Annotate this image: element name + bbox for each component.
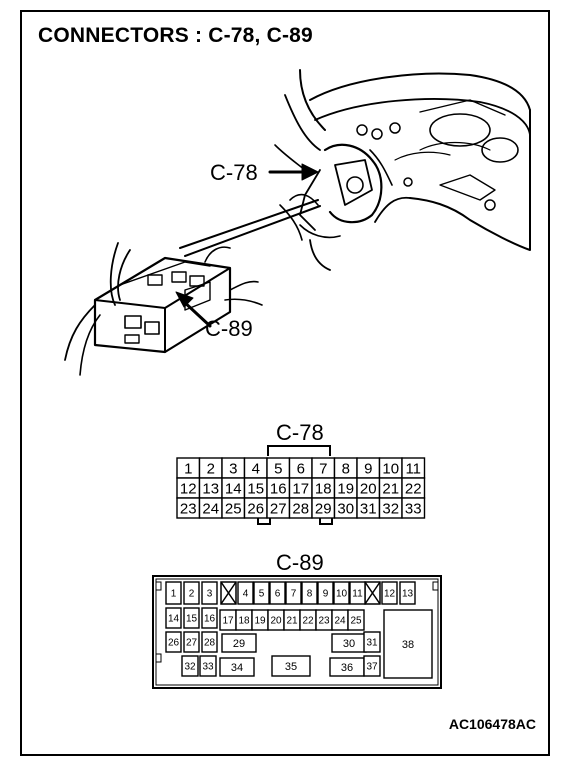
- connector-c78-label: C-78: [276, 420, 324, 445]
- page-title: CONNECTORS : C-78, C-89: [38, 24, 313, 47]
- figure-code: AC106478AC: [448, 716, 536, 732]
- callout-c78: C-78: [210, 160, 258, 185]
- connector-c89-label: C-89: [276, 550, 324, 575]
- dashboard-illustration: [64, 69, 531, 376]
- callout-c89: C-89: [205, 316, 253, 341]
